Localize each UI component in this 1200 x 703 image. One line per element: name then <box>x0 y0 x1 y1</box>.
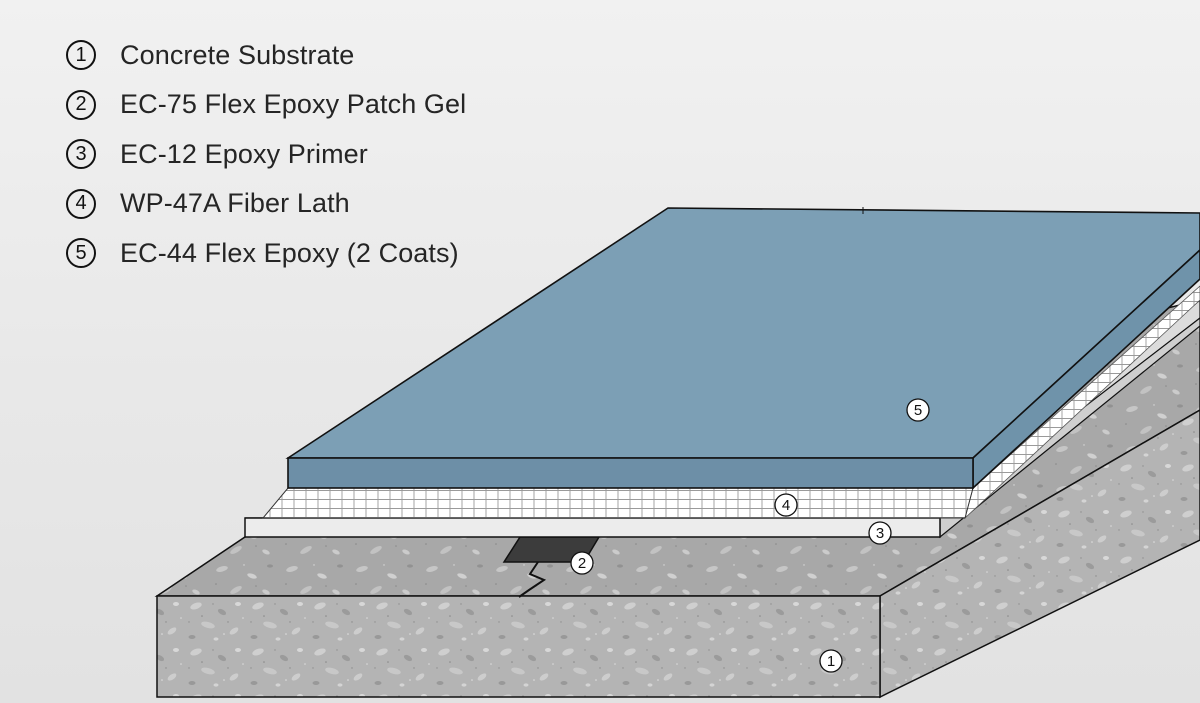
fiber-lath-front <box>261 487 974 519</box>
callout-patch-gel: 2 <box>570 551 594 575</box>
legend-item-flex-epoxy: 5 EC-44 Flex Epoxy (2 Coats) <box>66 236 466 270</box>
callout-primer: 3 <box>868 521 892 545</box>
legend-number-badge: 2 <box>66 89 96 120</box>
callout-concrete: 1 <box>819 649 843 673</box>
substrate-crack <box>518 561 547 598</box>
legend-number-badge: 5 <box>66 238 96 268</box>
concrete-slab-front <box>156 595 881 698</box>
legend-number-badge: 1 <box>66 40 96 70</box>
flex-epoxy-front <box>287 457 974 489</box>
legend-label: EC-12 Epoxy Primer <box>120 138 368 169</box>
callout-number: 2 <box>578 555 586 572</box>
legend-item-fiber-lath: 4 WP-47A Fiber Lath <box>66 187 466 221</box>
legend-label: Concrete Substrate <box>120 39 355 70</box>
callout-fiber-lath: 4 <box>774 493 798 517</box>
legend-item-concrete-substrate: 1 Concrete Substrate <box>66 38 466 72</box>
layer-legend: 1 Concrete Substrate 2 EC-75 Flex Epoxy … <box>66 38 466 286</box>
callout-number: 5 <box>914 402 922 419</box>
legend-label: EC-44 Flex Epoxy (2 Coats) <box>120 237 459 268</box>
primer-layer-front <box>244 517 941 538</box>
legend-item-epoxy-primer: 3 EC-12 Epoxy Primer <box>66 137 466 171</box>
legend-label: WP-47A Fiber Lath <box>120 188 350 218</box>
callout-number: 3 <box>876 525 884 542</box>
legend-label: EC-75 Flex Epoxy Patch Gel <box>120 89 467 119</box>
legend-number-badge: 4 <box>66 188 96 219</box>
callout-number: 1 <box>827 653 835 670</box>
legend-number-badge: 3 <box>66 139 96 169</box>
callout-number: 4 <box>782 497 790 514</box>
legend-item-patch-gel: 2 EC-75 Flex Epoxy Patch Gel <box>66 88 466 122</box>
callout-flex-epoxy: 5 <box>906 398 930 422</box>
